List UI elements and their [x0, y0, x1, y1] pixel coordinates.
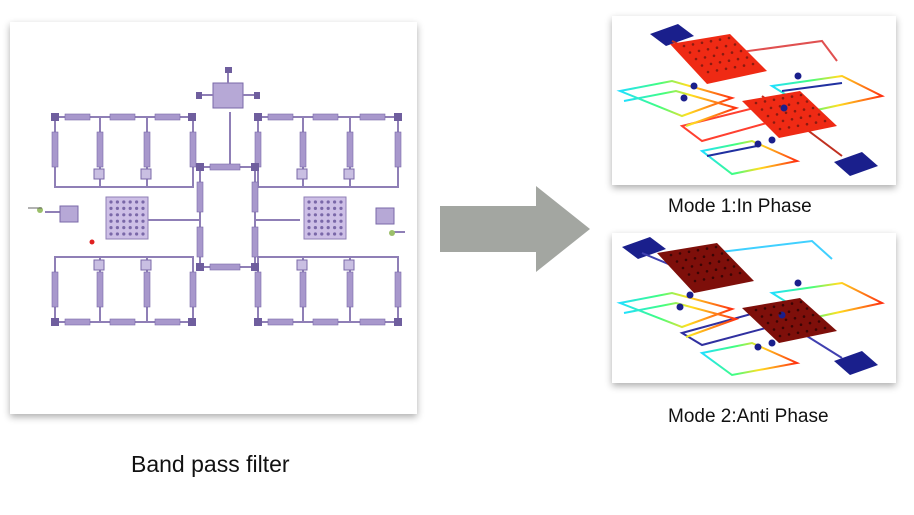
mode1-simulation-image	[616, 24, 885, 176]
mode1-simulation-panel	[612, 16, 896, 185]
filter-caption: Band pass filter	[131, 451, 290, 477]
mode2-simulation-panel	[612, 233, 896, 383]
mode1-caption: Mode 1:In Phase	[668, 196, 812, 217]
mode2-caption: Mode 2:Anti Phase	[668, 406, 829, 427]
filter-layout-drawing	[28, 67, 405, 326]
mode2-simulation-image	[616, 237, 885, 377]
filter-layout-panel	[10, 22, 417, 414]
right-arrow-icon	[440, 186, 590, 272]
